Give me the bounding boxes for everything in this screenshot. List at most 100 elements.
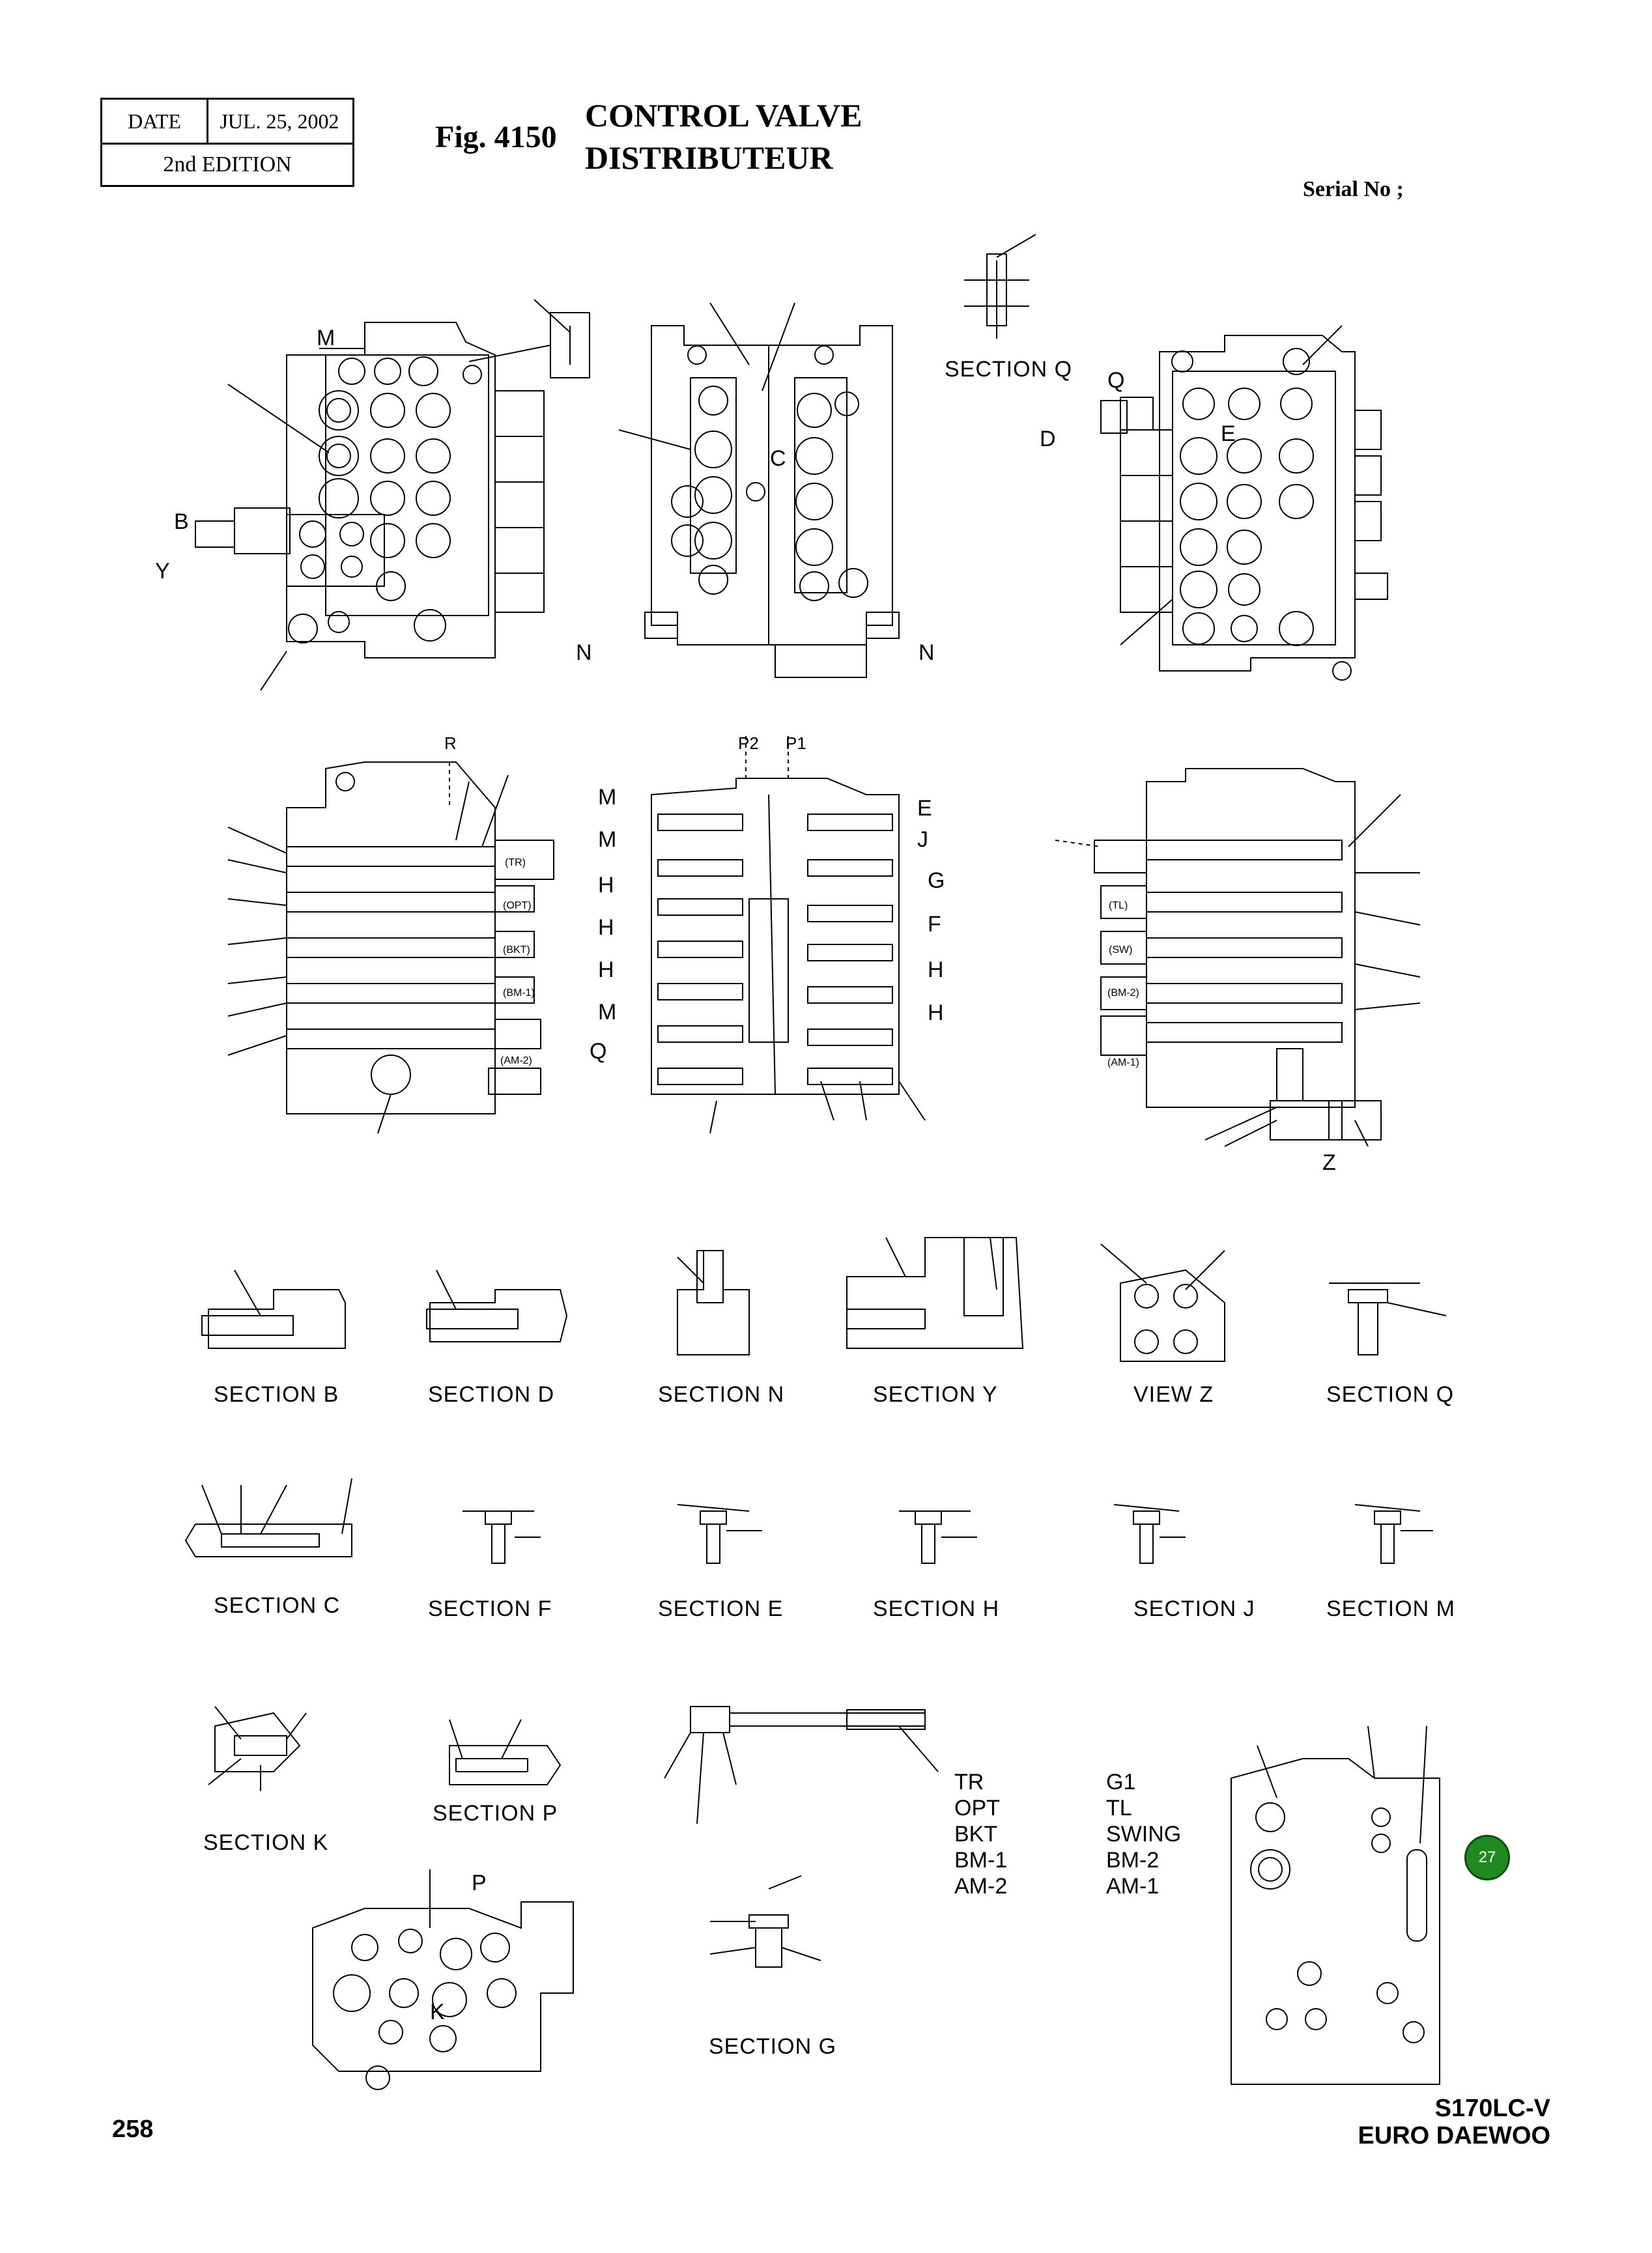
view-z-drawing bbox=[1101, 1244, 1225, 1361]
port-p2: P2 bbox=[738, 733, 759, 753]
label-m-3: M bbox=[598, 1000, 617, 1025]
section-j-drawing bbox=[1114, 1505, 1186, 1563]
label-h-2: H bbox=[598, 915, 614, 940]
spool-list-left-5: AM-2 bbox=[954, 1874, 1008, 1899]
part-number-badge[interactable]: 27 bbox=[1464, 1835, 1510, 1880]
caption-section-m: SECTION M bbox=[1326, 1596, 1455, 1621]
label-h-3: H bbox=[598, 957, 614, 982]
label-g: G bbox=[928, 868, 945, 893]
label-e-mid: E bbox=[917, 796, 932, 821]
spool-drawing bbox=[664, 1707, 938, 1824]
serial-number: Serial No ; bbox=[1303, 177, 1404, 201]
date-value: JUL. 25, 2002 bbox=[220, 109, 339, 133]
valve-top-right bbox=[1101, 326, 1388, 680]
label-d: D bbox=[1040, 427, 1056, 451]
valve-top-left bbox=[195, 300, 590, 690]
valve-middle-center bbox=[651, 736, 925, 1133]
label-b: B bbox=[174, 509, 189, 534]
label-f: F bbox=[928, 912, 941, 937]
section-e-drawing bbox=[677, 1505, 762, 1563]
valve-middle-right bbox=[1055, 769, 1420, 1146]
edition-label: 2nd EDITION bbox=[163, 152, 292, 177]
section-n-drawing bbox=[677, 1251, 749, 1355]
label-y: Y bbox=[155, 559, 170, 584]
spool-list-right-5: AM-1 bbox=[1106, 1874, 1160, 1899]
caption-section-h: SECTION H bbox=[873, 1596, 1000, 1621]
spool-list-right-1: G1 bbox=[1106, 1770, 1136, 1794]
model-name: S170LC-V bbox=[1434, 2095, 1550, 2122]
page-number: 258 bbox=[112, 2116, 154, 2143]
valve-block-bottom-right bbox=[1231, 1726, 1440, 2084]
section-p-drawing bbox=[449, 1720, 560, 1785]
label-z: Z bbox=[1322, 1150, 1336, 1175]
caption-section-p: SECTION P bbox=[433, 1801, 558, 1826]
port-p1: P1 bbox=[786, 733, 806, 753]
section-m-drawing bbox=[1355, 1505, 1433, 1563]
caption-section-k: SECTION K bbox=[203, 1830, 329, 1855]
section-g-drawing bbox=[710, 1876, 821, 1967]
caption-section-b: SECTION B bbox=[214, 1382, 339, 1407]
label-q-top-right: Q bbox=[1107, 368, 1125, 393]
spool-list-left-1: TR bbox=[954, 1770, 984, 1794]
spool-list-left-2: OPT bbox=[954, 1796, 1000, 1821]
spool-bm2: (BM-2) bbox=[1107, 987, 1139, 999]
spool-bm1: (BM-1) bbox=[503, 987, 535, 999]
brand-name: EURO DAEWOO bbox=[1358, 2122, 1550, 2149]
section-q-drawing bbox=[1329, 1283, 1446, 1355]
date-label: DATE bbox=[102, 100, 208, 143]
label-j: J bbox=[917, 827, 928, 852]
section-q-top-drawing bbox=[964, 234, 1036, 339]
port-r: R bbox=[444, 733, 457, 753]
caption-view-z: VIEW Z bbox=[1133, 1382, 1214, 1407]
label-m-top-left: M bbox=[317, 326, 335, 350]
section-f-drawing bbox=[463, 1511, 541, 1563]
spool-list-right-4: BM-2 bbox=[1106, 1848, 1160, 1873]
label-k: K bbox=[430, 2000, 445, 2024]
section-h-drawing bbox=[899, 1511, 977, 1563]
valve-top-middle bbox=[619, 303, 899, 677]
label-c: C bbox=[770, 446, 786, 471]
spool-sw: (SW) bbox=[1109, 944, 1133, 956]
section-y-drawing bbox=[847, 1238, 1023, 1348]
label-n-left: N bbox=[576, 640, 592, 665]
date-box: DATE JUL. 25, 2002 2nd EDITION bbox=[100, 98, 354, 187]
caption-section-y: SECTION Y bbox=[873, 1382, 998, 1407]
fig-number: Fig. 4150 bbox=[435, 120, 557, 154]
caption-section-g: SECTION G bbox=[709, 2034, 837, 2059]
section-c-drawing bbox=[186, 1479, 352, 1557]
spool-bkt: (BKT) bbox=[503, 944, 530, 956]
caption-section-d: SECTION D bbox=[428, 1382, 555, 1407]
section-k-drawing bbox=[208, 1707, 306, 1791]
spool-list-left-4: BM-1 bbox=[954, 1848, 1008, 1873]
label-m-2: M bbox=[598, 827, 617, 852]
spool-opt: (OPT) bbox=[503, 900, 532, 911]
spool-tl: (TL) bbox=[1109, 900, 1128, 911]
caption-section-e: SECTION E bbox=[658, 1596, 784, 1621]
caption-section-q: SECTION Q bbox=[1326, 1382, 1455, 1407]
caption-section-j: SECTION J bbox=[1133, 1596, 1255, 1621]
label-e-top-right: E bbox=[1221, 421, 1236, 446]
spool-am2: (AM-2) bbox=[500, 1055, 532, 1066]
spool-list-right-3: SWING bbox=[1106, 1822, 1182, 1847]
label-m-1: M bbox=[598, 785, 617, 810]
spool-list-left-3: BKT bbox=[954, 1822, 998, 1847]
caption-section-n: SECTION N bbox=[658, 1382, 785, 1407]
spool-list-left: TR OPT BKT BM-1 AM-2 bbox=[954, 1769, 1007, 1899]
section-q-top-label: SECTION Q bbox=[945, 357, 1073, 382]
caption-section-c: SECTION C bbox=[214, 1593, 341, 1618]
label-h-5: H bbox=[928, 1000, 944, 1025]
label-q-mid: Q bbox=[590, 1039, 607, 1064]
label-n-right: N bbox=[919, 640, 935, 665]
label-p: P bbox=[472, 1871, 487, 1895]
label-h-1: H bbox=[598, 873, 614, 898]
caption-section-f: SECTION F bbox=[428, 1596, 552, 1621]
title-french: DISTRIBUTEUR bbox=[585, 139, 833, 176]
section-b-drawing bbox=[202, 1270, 345, 1348]
valve-middle-left bbox=[228, 762, 554, 1133]
spool-tr: (TR) bbox=[505, 857, 526, 868]
section-d-drawing bbox=[427, 1270, 567, 1342]
spool-am1: (AM-1) bbox=[1107, 1057, 1139, 1068]
spool-list-right: G1 TL SWING BM-2 AM-1 bbox=[1106, 1769, 1181, 1899]
label-h-4: H bbox=[928, 957, 944, 982]
